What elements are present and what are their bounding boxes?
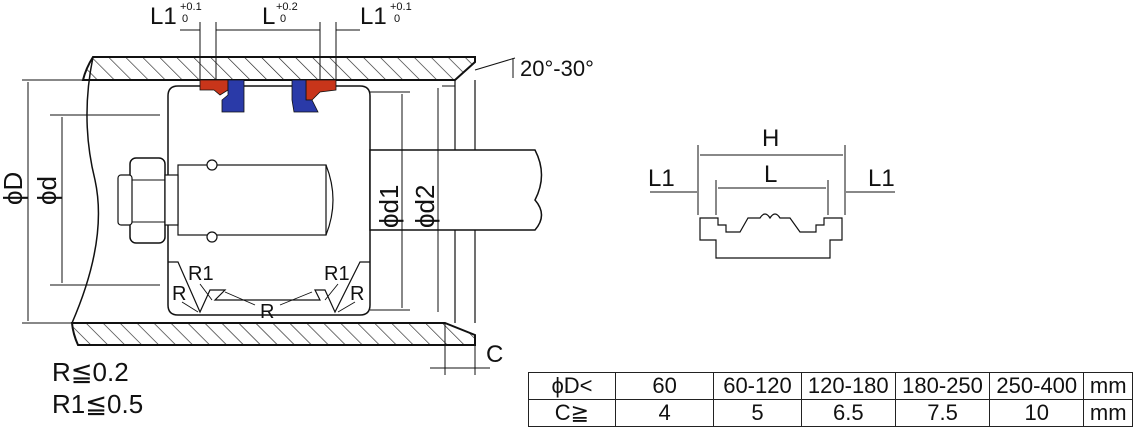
- table-row: ϕD< 60 60-120 120-180 180-250 250-400 mm: [528, 372, 1133, 400]
- dim-L1-right: L1: [360, 3, 387, 30]
- R1-right-label: R1: [324, 263, 350, 285]
- dim-L1-right-tol-low: 0: [394, 13, 400, 25]
- table-cell: 6.5: [800, 399, 896, 427]
- dim-L-tol-low: 0: [280, 13, 286, 25]
- break-line: [71, 56, 100, 324]
- housing-lower-wall: [70, 322, 476, 346]
- table-cell: 120-180: [800, 372, 896, 400]
- table-cell: 60: [614, 372, 715, 400]
- table-cell: 250-400: [989, 372, 1085, 400]
- piston-rod: [369, 149, 543, 231]
- C-label: C: [486, 341, 503, 368]
- note-r: R≦0.2: [52, 357, 129, 387]
- seal-left: [199, 79, 245, 113]
- phiD-label: ϕD: [0, 172, 28, 205]
- table-cell: mm: [1083, 399, 1133, 427]
- R1-left-label: R1: [188, 263, 214, 285]
- table-cell: 5: [713, 399, 802, 427]
- o-ring-lower: [206, 231, 218, 243]
- table-cell: 60-120: [713, 372, 802, 400]
- nut: [129, 157, 166, 244]
- table-cell: 4: [614, 399, 715, 427]
- R-right-label: R: [350, 283, 364, 305]
- o-ring-upper: [206, 159, 218, 171]
- housing-upper-wall: [81, 56, 476, 81]
- R-left-label: R: [172, 283, 186, 305]
- detail-H: H: [762, 125, 779, 152]
- table-cell: mm: [1083, 372, 1133, 400]
- table-cell: C≧: [528, 399, 616, 427]
- dim-L1-left-tol-up: +0.1: [180, 1, 202, 13]
- radius-notes: R≦0.2 R1≦0.5: [52, 356, 143, 420]
- R-mid-label: R: [260, 301, 274, 323]
- table-cell: 7.5: [894, 399, 991, 427]
- table-cell: 10: [989, 399, 1085, 427]
- angle-label: 20°-30°: [520, 56, 594, 81]
- detail-L1-right: L1: [868, 165, 895, 192]
- dim-L1-left: L1: [150, 3, 177, 30]
- detail-L1-left: L1: [648, 165, 675, 192]
- seal-detail: [699, 213, 843, 259]
- dim-L1-right-tol-up: +0.1: [390, 1, 412, 13]
- top-dimensions: [180, 22, 360, 80]
- table-row: C≧ 4 5 6.5 7.5 10 mm: [528, 399, 1133, 427]
- phid-label: ϕd: [32, 176, 62, 205]
- note-r1: R1≦0.5: [52, 389, 144, 419]
- table-cell: 180-250: [894, 372, 991, 400]
- table-cell: ϕD<: [528, 372, 616, 400]
- dim-L-tol-up: +0.2: [276, 1, 298, 13]
- detail-L: L: [764, 161, 777, 188]
- piston-grooves: [168, 261, 370, 314]
- phid2-label: ϕd2: [410, 185, 440, 228]
- phid1-label: ϕd1: [374, 185, 404, 228]
- dim-L: L: [262, 3, 275, 30]
- chamfer-table: ϕD< 60 60-120 120-180 180-250 250-400 mm…: [528, 372, 1133, 427]
- dim-L1-left-tol-low: 0: [182, 13, 188, 25]
